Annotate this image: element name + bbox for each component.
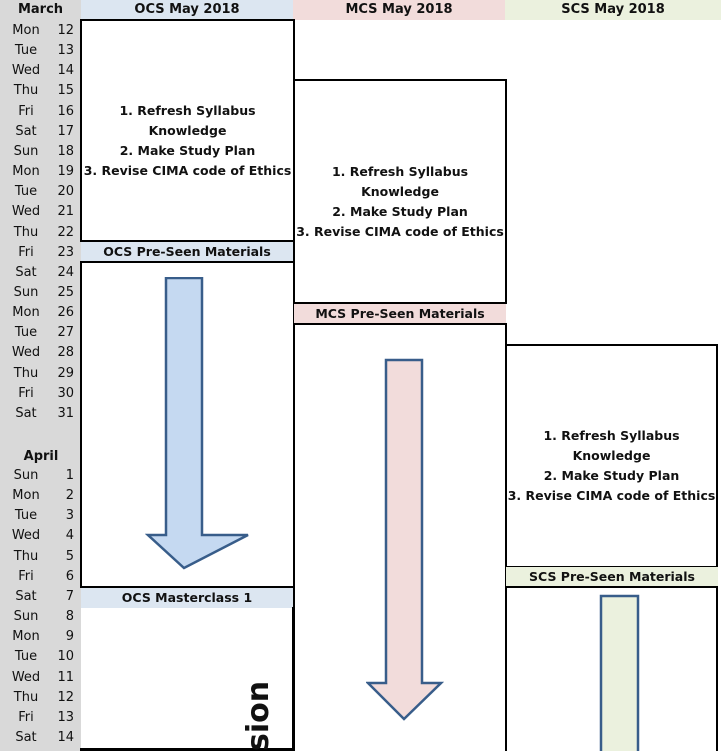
day-number: 31 (57, 405, 74, 421)
date-column (0, 0, 81, 751)
day-name: Sat (15, 405, 37, 421)
mcs-task-2: 2. Make Study Plan (332, 204, 468, 219)
day-name: Sun (13, 468, 39, 483)
day-number: 21 (57, 204, 74, 220)
day-name: Fri (18, 244, 34, 260)
day-name: Sat (15, 123, 37, 139)
day-name: Sat (15, 264, 37, 280)
day-number: 30 (57, 385, 74, 401)
day-name: Sun (13, 143, 39, 159)
day-number: 12 (57, 689, 74, 705)
day-name: Tue (14, 508, 38, 524)
day-name: Sun (13, 609, 39, 625)
day-name: Wed (11, 345, 41, 361)
day-number: 11 (57, 669, 74, 685)
day-name: Sat (15, 588, 37, 604)
day-number: 27 (57, 325, 74, 341)
day-number: 23 (57, 244, 74, 260)
ocs-task-list: 1. Refresh Syllabus Knowledge 2. Make St… (82, 101, 293, 181)
day-number: 8 (65, 609, 74, 625)
day-number: 14 (57, 729, 74, 745)
day-name: Thu (13, 83, 39, 99)
day-number: 17 (57, 123, 74, 139)
rotated-label: sion (241, 680, 276, 751)
ocs-preseen-bar: OCS Pre-Seen Materials (81, 242, 293, 262)
day-name: Fri (18, 568, 34, 584)
ocs-revision-box (80, 19, 295, 242)
scs-task-list: 1. Refresh Syllabus Knowledge 2. Make St… (507, 426, 716, 506)
day-name: Wed (11, 528, 41, 544)
day-number: 19 (57, 164, 74, 180)
scs-column-header: SCS May 2018 (505, 0, 721, 20)
day-number: 13 (57, 43, 74, 59)
scs-preseen-bar: SCS Pre-Seen Materials (506, 567, 718, 587)
scs-down-arrow-icon (599, 594, 640, 751)
day-number: 18 (57, 143, 74, 159)
day-number: 28 (57, 345, 74, 361)
day-name: Mon (12, 164, 40, 180)
ocs-task-1: 1. Refresh Syllabus Knowledge (119, 103, 256, 138)
day-number: 3 (65, 508, 74, 524)
day-number: 24 (57, 264, 74, 280)
day-number: 6 (65, 568, 74, 584)
day-number: 12 (57, 23, 74, 38)
mcs-preseen-bar: MCS Pre-Seen Materials (294, 304, 506, 324)
day-number: 5 (65, 548, 74, 564)
day-number: 9 (65, 629, 74, 645)
mcs-down-arrow-icon (366, 358, 444, 721)
day-name: Thu (13, 365, 39, 381)
day-name: Fri (18, 709, 34, 725)
scs-task-2: 2. Make Study Plan (543, 468, 680, 483)
day-number: 1 (65, 468, 74, 483)
day-number: 25 (57, 284, 74, 300)
month-header: March (17, 2, 64, 17)
day-name: Sun (13, 284, 39, 300)
day-number: 14 (57, 63, 74, 79)
day-number: 20 (57, 184, 74, 200)
day-number: 7 (65, 588, 74, 604)
ocs-masterclass-bar: OCS Masterclass 1 (81, 588, 293, 608)
day-name: Wed (11, 204, 41, 220)
day-name: Wed (11, 669, 41, 685)
day-name: Fri (18, 103, 34, 119)
day-name: Thu (13, 548, 39, 564)
mcs-task-3: 3. Revise CIMA code of Ethics (296, 224, 504, 239)
day-number: 13 (57, 709, 74, 725)
day-number: 26 (57, 305, 74, 321)
day-name: Tue (14, 184, 38, 200)
day-number: 16 (57, 103, 74, 119)
april-label: April (23, 449, 59, 464)
day-name: Mon (12, 305, 40, 321)
ocs-bottom-border (80, 748, 295, 751)
mcs-task-list: 1. Refresh Syllabus Knowledge 2. Make St… (295, 162, 505, 242)
day-name: Mon (12, 23, 40, 38)
ocs-task-3: 3. Revise CIMA code of Ethics (83, 163, 292, 178)
ocs-task-2: 2. Make Study Plan (119, 143, 256, 158)
day-number: 2 (65, 488, 74, 504)
day-name: Wed (11, 63, 41, 79)
day-name: Tue (14, 325, 38, 341)
ocs-column-header: OCS May 2018 (81, 0, 293, 20)
ocs-down-arrow-icon (145, 277, 249, 570)
day-number: 10 (57, 649, 74, 665)
day-name: Mon (12, 488, 40, 504)
day-name: Tue (14, 43, 38, 59)
day-number: 15 (57, 83, 74, 99)
day-name: Thu (13, 689, 39, 705)
day-number: 22 (57, 224, 74, 240)
day-number: 29 (57, 365, 74, 381)
day-name: Fri (18, 385, 34, 401)
mcs-task-1: 1. Refresh Syllabus Knowledge (331, 164, 469, 199)
day-name: Tue (14, 649, 38, 665)
day-name: Thu (13, 224, 39, 240)
scs-task-1: 1. Refresh Syllabus Knowledge (543, 428, 680, 463)
mcs-revision-box (293, 79, 507, 304)
day-number: 4 (65, 528, 74, 544)
scs-revision-box (505, 344, 718, 568)
scs-task-3: 3. Revise CIMA code of Ethics (507, 488, 716, 503)
mcs-column-header: MCS May 2018 (293, 0, 505, 20)
day-name: Sat (15, 729, 37, 745)
day-name: Mon (12, 629, 40, 645)
